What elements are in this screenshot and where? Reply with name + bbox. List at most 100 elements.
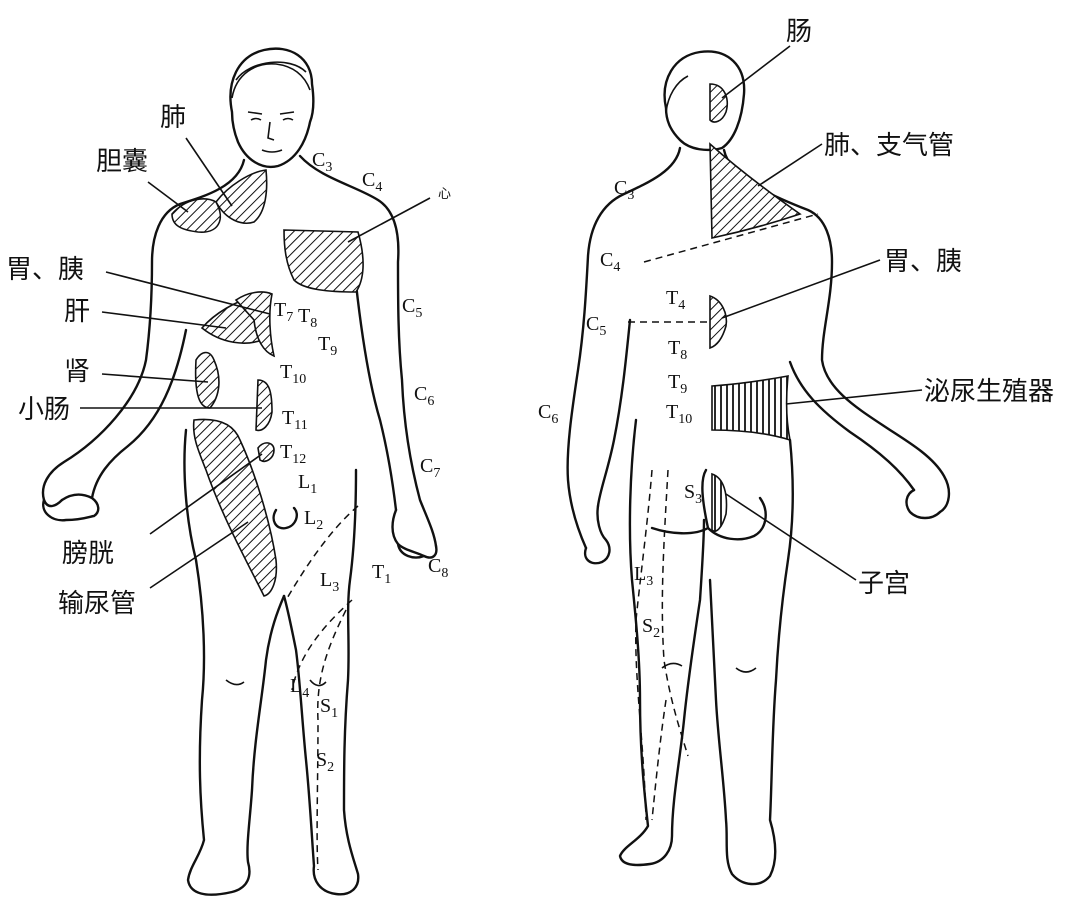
front-left-leg [183,428,286,896]
seg-c6-front: C6 [414,383,434,409]
label-lung-bronchus: 肺、支气管 [824,131,954,161]
leader-bladder [149,453,263,535]
front-groin [272,506,298,530]
seg-l1-front: L1 [298,471,317,497]
seg-s2-front: S2 [316,749,334,775]
back-zone-uterus [711,472,728,532]
seg-c5-back: C5 [586,313,606,339]
front-zone-lung [215,169,268,224]
back-inner-arm-left [596,318,632,508]
label-ureter: 输尿管 [58,589,136,619]
back-knee-left [661,662,683,669]
front-knee-right [309,679,327,687]
front-torso-outline [41,158,246,508]
leader-lung [185,137,233,207]
seg-c8-front: C8 [428,555,448,581]
leader-gallbladder [147,181,189,213]
back-dermatome-line-c4 [643,213,819,263]
seg-t1-front: T1 [372,561,391,587]
front-right-leg [282,468,360,896]
seg-t11-front: T11 [282,407,308,433]
front-right-side [298,154,438,548]
seg-t8-back: T8 [668,337,687,363]
seg-c4-front: C4 [362,169,382,195]
seg-t9-back: T9 [668,371,687,397]
seg-c4-back: C4 [600,249,620,275]
front-dermatome-line-3 [316,609,347,871]
front-inner-arm-left [90,328,188,500]
back-knee-right [735,667,757,673]
seg-s3-back: S3 [684,481,702,507]
seg-c3-front: C3 [312,149,332,175]
leader-stomach-pancreas [105,271,271,315]
back-head-outline [663,50,746,152]
front-dermatome-line-2 [291,599,353,691]
seg-c6-back: C6 [538,401,558,427]
label-heart: 心 [438,187,451,202]
seg-t4-back: T4 [666,287,685,313]
seg-s2-back: S2 [642,615,660,641]
back-right-hand [905,488,942,520]
front-right-hand [391,508,438,559]
leader-urogenital [785,389,923,405]
label-uterus: 子宫 [858,569,910,599]
front-knee [225,679,245,686]
front-figure: 肺 胆囊 心 胃、胰 肝 肾 小肠 膀胱 输尿管 C3 C4 C5 C6 C7 … [6,47,451,896]
label-stomach-pancreas: 胃、胰 [6,255,84,285]
back-figure: 肠 肺、支气管 胃、胰 泌尿生殖器 子宫 C3 C4 C5 C6 T4 T8 T… [538,17,1054,886]
front-zone-kidney [194,351,220,409]
label-intestine: 肠 [786,17,812,47]
label-kidney: 肾 [64,357,90,387]
seg-c7-front: C7 [420,455,440,481]
seg-t7-front: T7 [274,299,293,325]
seg-t8-front: T8 [298,305,317,331]
leader-ureter [149,521,249,589]
front-zone-small-intestine [255,379,273,432]
seg-l3-front: L3 [320,569,339,595]
back-zone-urogenital [711,375,792,442]
front-face [247,111,295,153]
seg-t10-back: T10 [666,401,692,427]
leader-lung-bronchus [757,143,823,187]
label-back-stomach-pancreas: 胃、胰 [884,247,962,277]
front-hair [231,61,311,99]
front-zone-ureter [192,418,278,597]
back-left-hand [583,504,611,565]
seg-l3-back: L3 [634,563,653,589]
seg-s1-front: S1 [320,695,338,721]
back-zone-stomach-pancreas [709,294,728,350]
leader-uterus [725,493,857,581]
front-zone-gallbladder [171,198,222,233]
label-urogenital: 泌尿生殖器 [924,377,1054,407]
label-lung: 肺 [160,103,186,133]
back-buttocks [650,468,767,541]
seg-l4-front: L4 [290,675,309,701]
front-zone-bladder [257,442,275,463]
seg-c5-front: C5 [402,295,422,321]
back-right-leg [708,438,794,886]
back-torso-left [566,146,682,550]
front-head-outline [229,47,315,169]
front-left-hand [42,493,100,522]
back-left-leg [618,418,706,867]
seg-t9-front: T9 [318,333,337,359]
leader-heart [347,197,431,243]
label-liver: 肝 [64,297,90,327]
leader-liver [101,311,227,329]
front-inner-arm [354,282,398,512]
back-dermatome-line-leg2 [661,469,689,757]
label-gallbladder: 胆囊 [96,147,148,177]
label-bladder: 膀胱 [62,539,114,569]
back-dermatome-line-leg3 [651,699,667,821]
back-hair [665,75,689,113]
label-small-intestine: 小肠 [18,395,70,425]
leader-kidney [101,373,209,383]
front-zone-heart [283,229,364,293]
seg-c3-back: C3 [614,177,634,203]
back-zone-lung-bronchus [709,142,802,239]
back-inner-arm-right [788,360,916,492]
seg-t10-front: T10 [280,361,306,387]
seg-l2-front: L2 [304,507,323,533]
back-dermatome-line-leg1 [635,469,653,821]
